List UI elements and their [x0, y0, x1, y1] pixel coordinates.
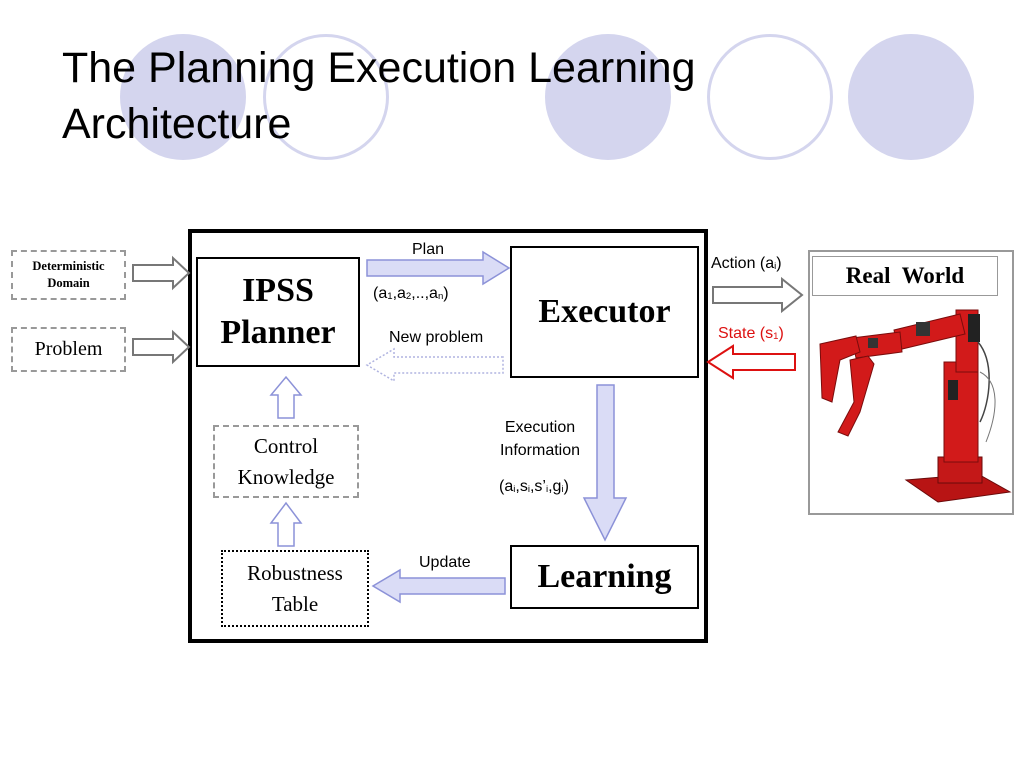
- decor-circle-2: [263, 34, 389, 160]
- control-knowledge-label: Control Knowledge: [237, 433, 335, 489]
- control-knowledge-box: Control Knowledge: [213, 425, 359, 498]
- new-problem-arrow: [365, 347, 504, 383]
- state-label: State (s1): [718, 325, 784, 343]
- architecture-frame: [188, 229, 708, 643]
- ipss-planner-label: IPSS Planner: [220, 272, 336, 351]
- executor-box: Executor: [510, 246, 699, 378]
- state-arrow: [706, 344, 796, 380]
- problem-input-arrow: [132, 329, 191, 365]
- problem-label: Problem: [34, 338, 103, 360]
- action-arrow: [712, 276, 804, 314]
- domain-input-arrow: [132, 255, 191, 291]
- update-label: Update: [419, 554, 471, 571]
- robot-arm-illustration: [819, 309, 1012, 503]
- execution-info-arrow: [582, 384, 628, 542]
- decor-circle-5: [848, 34, 974, 160]
- deterministic-domain-box: Deterministic Domain: [11, 250, 126, 300]
- ipss-planner-box: IPSS Planner: [196, 257, 360, 367]
- executor-label: Executor: [538, 293, 671, 330]
- problem-box: Problem: [11, 327, 126, 372]
- real-world-label: Real World: [845, 263, 965, 288]
- learning-label: Learning: [537, 558, 672, 595]
- real-world-panel: Real World: [808, 250, 1014, 515]
- learning-box: Learning: [510, 545, 699, 609]
- deterministic-domain-label: Deterministic Domain: [32, 259, 105, 290]
- update-arrow: [371, 568, 506, 604]
- plan-arrow: [366, 250, 511, 286]
- slide-title: The Planning Execution Learning Architec…: [62, 44, 696, 148]
- decor-circle-3: [545, 34, 671, 160]
- real-world-title: Real World: [812, 256, 998, 296]
- action-label: Action (ai): [711, 255, 782, 273]
- new-problem-label: New problem: [389, 329, 484, 346]
- robustness-table-box: Robustness Table: [221, 550, 369, 627]
- decor-circle-4: [707, 34, 833, 160]
- robustness-to-control-arrow: [269, 501, 303, 547]
- robustness-table-label: Robustness Table: [247, 560, 343, 616]
- plan-tuple-label: (a1,a2,..,an): [373, 285, 449, 303]
- plan-label: Plan: [412, 241, 445, 258]
- execution-info-label: Execution Information: [499, 419, 581, 459]
- decor-circle-1: [120, 34, 246, 160]
- exec-tuple-label: (ai,si,s’i,gi): [499, 478, 569, 496]
- control-to-planner-arrow: [269, 375, 303, 419]
